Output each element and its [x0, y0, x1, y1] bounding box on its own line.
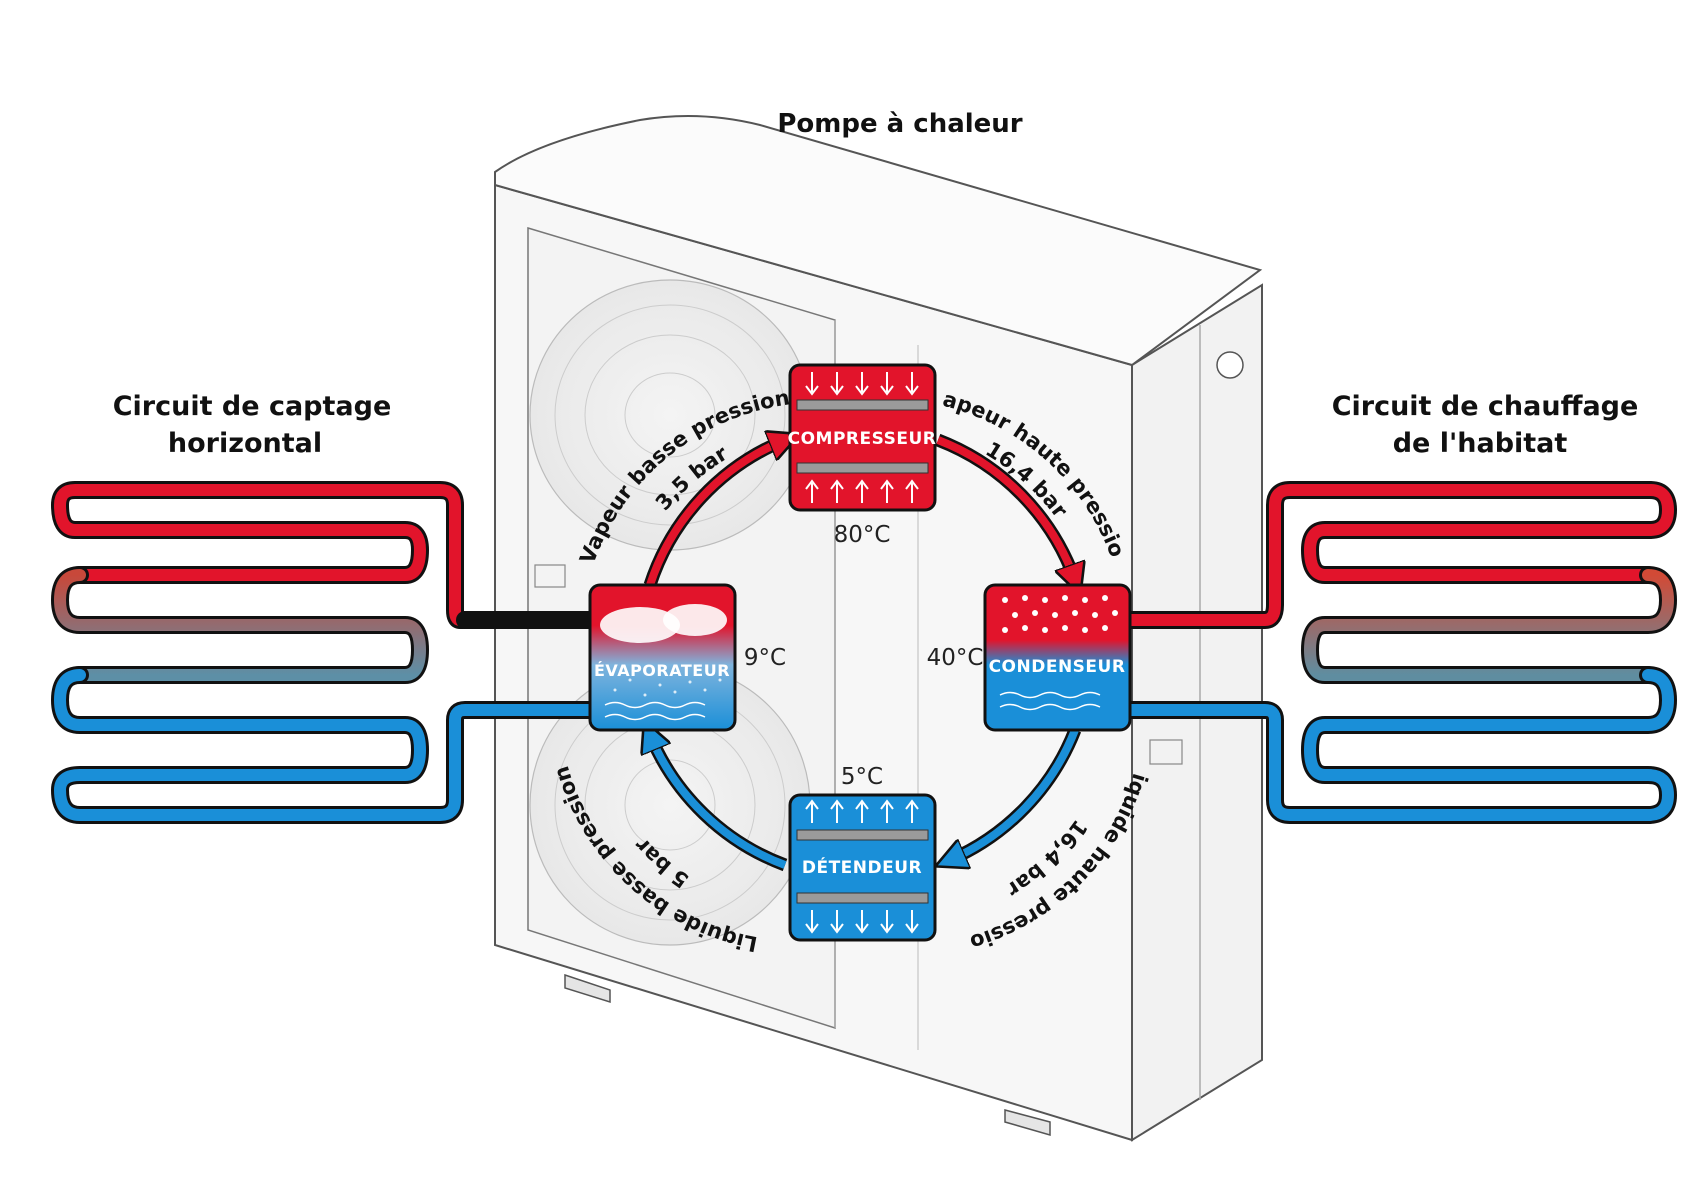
outdoor-unit: [494, 115, 1263, 1142]
temp-compresseur: 80°C: [834, 522, 891, 548]
evaporateur-label: ÉVAPORATEUR: [594, 661, 730, 680]
compresseur-label: COMPRESSEUR: [788, 429, 937, 449]
detendeur-label: DÉTENDEUR: [802, 856, 922, 878]
right-circuit-title-line1: Circuit de chauffage: [1332, 391, 1639, 422]
diagram-title: Pompe à chaleur: [777, 109, 1022, 139]
temp-detendeur: 5°C: [841, 764, 883, 790]
detendeur-box: DÉTENDEUR: [788, 793, 937, 942]
left-circuit-title-line1: Circuit de captage: [113, 391, 392, 422]
condenseur-label: CONDENSEUR: [989, 657, 1126, 677]
left-circuit-title-line2: horizontal: [168, 428, 322, 459]
temp-condenseur: 40°C: [927, 645, 984, 671]
right-heating-loop: [1121, 481, 1677, 824]
left-ground-loop: [51, 481, 599, 824]
compresseur-box: COMPRESSEUR: [788, 363, 937, 512]
temp-evaporateur: 9°C: [744, 645, 786, 671]
condenseur-box: CONDENSEUR: [983, 583, 1132, 732]
refrigerant-cycle: [650, 440, 1075, 872]
right-circuit-title-line2: de l'habitat: [1393, 428, 1568, 459]
evaporateur-box: ÉVAPORATEUR: [588, 583, 737, 732]
